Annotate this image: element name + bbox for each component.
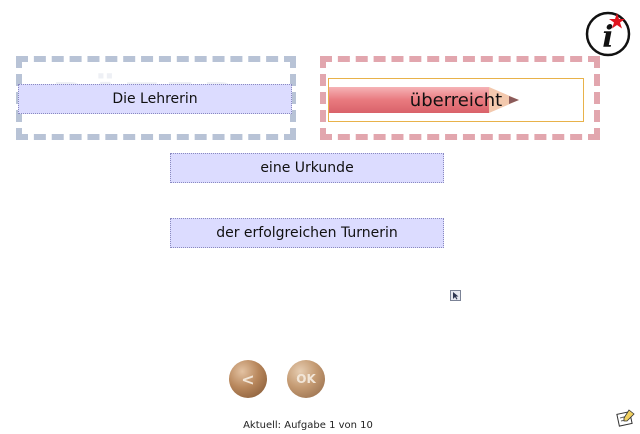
pencil-icon [329, 87, 519, 113]
svg-text:i: i [602, 20, 613, 55]
verb-label: überreicht [409, 89, 503, 111]
word-card-accusative-object[interactable]: eine Urkunde [170, 153, 444, 183]
word-card-dative-object[interactable]: der erfolgreichen Turnerin [170, 218, 444, 248]
task-status: Aktuell: Aufgabe 1 von 10 [243, 420, 373, 431]
cursor-icon[interactable] [450, 290, 461, 301]
word-card-subject[interactable]: Die Lehrerin [18, 84, 292, 114]
info-star-icon[interactable]: i [584, 10, 632, 58]
verb-drop-zone[interactable] [320, 56, 600, 140]
ok-button[interactable]: OK [287, 360, 325, 398]
back-button[interactable]: < [229, 360, 267, 398]
edit-note-icon[interactable] [616, 408, 636, 428]
word-card-verb[interactable]: überreicht [328, 78, 584, 122]
